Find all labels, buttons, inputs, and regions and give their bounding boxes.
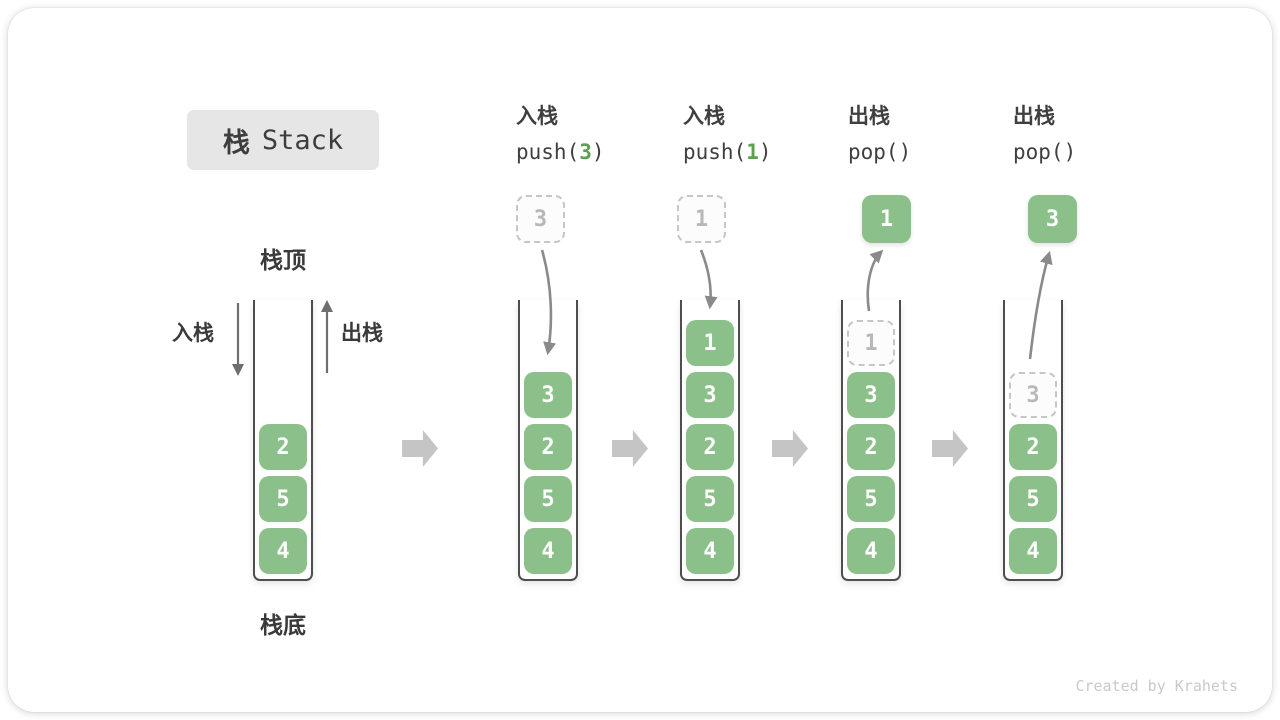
stack-column-4: 1 3 2 5 4 [841,300,901,581]
stack-block: 2 [524,424,572,470]
pop-side-label: 出栈 [341,321,383,345]
code-arg: 3 [579,140,592,164]
floating-value-box-push-3: 3 [516,195,565,243]
stage-header-push-1: 入栈 push(1) [683,104,772,165]
stack-block: 2 [847,424,895,470]
popped-placeholder-box: 3 [1009,372,1057,418]
code-suffix: ) [758,140,772,164]
stack-column-1: 2 5 4 [253,300,313,581]
stage-header-pop-3: 出栈 pop() [1013,104,1076,165]
stack-column-3: 1 3 2 5 4 [680,300,740,581]
stage-header-label: 出栈 [1013,104,1055,128]
stage-header-code: pop() [848,140,911,164]
stack-column-2: 3 2 5 4 [518,300,578,581]
code-arg: 1 [746,140,759,164]
footer-credit: Created by Krahets [1075,677,1238,695]
stack-block: 1 [686,320,734,366]
push-side-label: 入栈 [172,321,214,345]
stack-top-label: 栈顶 [260,248,306,274]
stack-block: 5 [686,476,734,522]
stack-block: 5 [847,476,895,522]
stage-header-pop-1: 出栈 pop() [848,104,911,165]
code-prefix: push( [683,140,747,164]
stage-header-push-3: 入栈 push(3) [516,104,605,165]
code-prefix: pop() [848,140,912,164]
stack-block: 2 [686,424,734,470]
stage-header-label: 出栈 [848,104,890,128]
floating-value-box-push-1: 1 [677,195,726,243]
code-prefix: pop() [1013,140,1077,164]
stack-block: 5 [524,476,572,522]
title-badge: 栈 Stack [187,110,379,170]
popped-placeholder-box: 1 [847,320,895,366]
stack-block: 5 [1009,476,1057,522]
title-zh: 栈 [222,127,250,159]
stage-header-code: pop() [1013,140,1076,164]
stack-block: 2 [1009,424,1057,470]
stack-block: 3 [847,372,895,418]
code-prefix: push( [516,140,580,164]
stack-block: 4 [259,528,307,574]
stack-block: 3 [686,372,734,418]
floating-value-box-pop-1: 1 [862,195,911,243]
stage-header-label: 入栈 [516,104,558,128]
stage-header-label: 入栈 [683,104,725,128]
stack-block: 4 [1009,528,1057,574]
title-en: Stack [261,124,344,156]
floating-value-box-pop-3: 3 [1028,195,1077,243]
stack-block: 3 [524,372,572,418]
stage-header-code: push(1) [683,140,772,164]
stack-block: 4 [847,528,895,574]
stack-block: 4 [686,528,734,574]
code-suffix: ) [591,140,605,164]
stack-bottom-label: 栈底 [260,613,306,639]
stack-column-5: 3 2 5 4 [1003,300,1063,581]
stack-block: 4 [524,528,572,574]
stack-block: 5 [259,476,307,522]
stack-block: 2 [259,424,307,470]
stage-header-code: push(3) [516,140,605,164]
